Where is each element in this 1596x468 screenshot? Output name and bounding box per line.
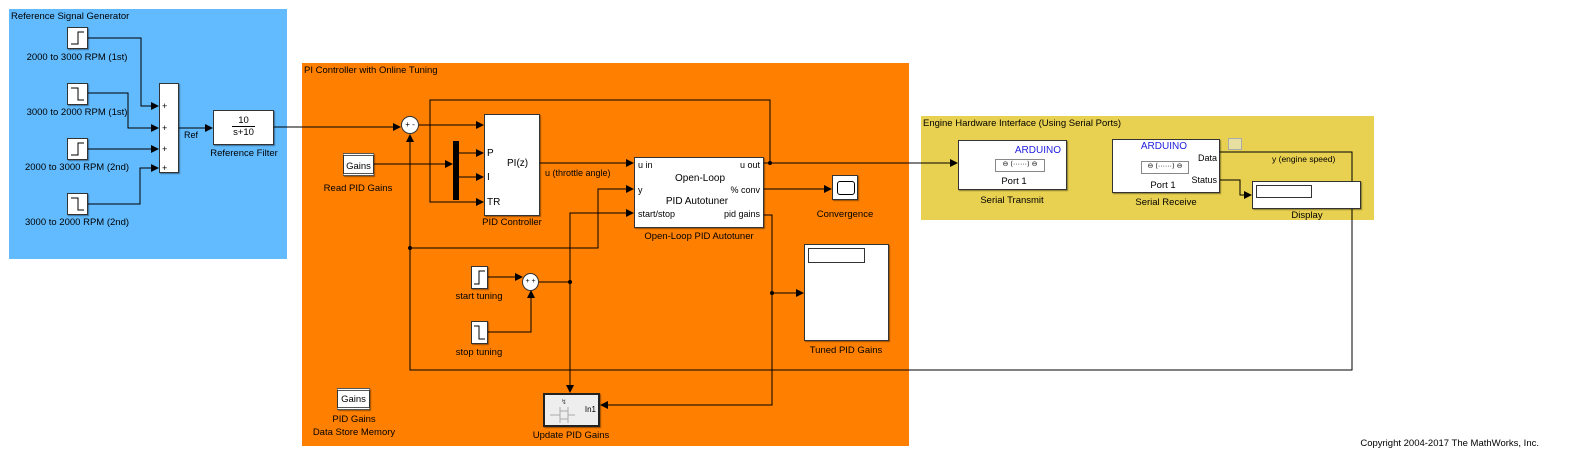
reference-filter-block[interactable]: 10 s+10 bbox=[213, 110, 274, 145]
block-label: Serial Receive bbox=[1135, 197, 1197, 208]
u-signal-label: u (throttle angle) bbox=[545, 168, 611, 178]
step-block-1[interactable] bbox=[67, 27, 88, 49]
ref-signal-label: Ref bbox=[184, 130, 199, 140]
block-label: Reference Filter bbox=[210, 148, 278, 159]
model-info-icon[interactable] bbox=[1228, 138, 1242, 150]
step-label: 3000 to 2000 RPM (2nd) bbox=[24, 217, 130, 228]
step-label: 3000 to 2000 RPM (1st) bbox=[26, 107, 128, 118]
block-label: PID Controller bbox=[482, 217, 542, 228]
y-signal-label: y (engine speed) bbox=[1272, 154, 1336, 164]
port-label: % conv bbox=[730, 185, 760, 195]
wire bbox=[88, 164, 159, 205]
error-sum-block[interactable]: + - bbox=[401, 116, 419, 134]
block-label: PID Gains bbox=[332, 414, 376, 425]
step-label: 2000 to 3000 RPM (1st) bbox=[26, 52, 128, 63]
block-label: Convergence bbox=[816, 209, 874, 220]
serial-transmit-block[interactable]: ARDUINO ⊖ ⟨······⟩ ⊖ Port 1 bbox=[958, 140, 1067, 190]
block-text: PI(z) bbox=[507, 158, 529, 169]
block-label: Data Store Memory bbox=[312, 427, 396, 438]
port-label: y bbox=[638, 185, 643, 195]
data-store-memory-block[interactable]: Gains bbox=[337, 388, 370, 410]
port-label: I bbox=[487, 172, 490, 183]
wire bbox=[600, 214, 773, 409]
read-pid-gains-block[interactable]: Gains bbox=[343, 153, 374, 176]
block-label: start tuning bbox=[455, 291, 503, 302]
step-up-icon bbox=[71, 142, 84, 156]
port-label: P bbox=[487, 148, 494, 159]
sign: + bbox=[162, 123, 168, 133]
scope-icon bbox=[837, 181, 855, 195]
serial-port-icon: ⊖ ⟨······⟩ ⊖ bbox=[995, 159, 1045, 172]
subsystem-icon: ↯ bbox=[550, 398, 575, 423]
step-block-3[interactable] bbox=[67, 138, 88, 160]
svg-text:↯: ↯ bbox=[561, 398, 567, 406]
copyright: Copyright 2004-2017 The MathWorks, Inc. bbox=[1360, 438, 1539, 449]
display-field bbox=[1256, 185, 1312, 198]
wire bbox=[88, 37, 159, 110]
pid-controller-block[interactable]: P I TR PI(z) bbox=[484, 114, 540, 216]
port-label: Port 1 bbox=[1150, 180, 1176, 191]
sign: + bbox=[162, 163, 168, 173]
step-down-icon bbox=[474, 325, 485, 340]
step-up-icon bbox=[71, 31, 84, 45]
port-label: u out bbox=[739, 160, 760, 170]
block-label: Tuned PID Gains bbox=[809, 345, 883, 356]
serial-receive-block[interactable]: ARDUINO Data Status ⊖ ⟨······⟩ ⊖ Port 1 bbox=[1112, 139, 1220, 193]
wire bbox=[539, 209, 634, 283]
wire bbox=[88, 92, 159, 132]
stop-tuning-step[interactable] bbox=[471, 321, 488, 344]
step-block-4[interactable] bbox=[67, 193, 88, 215]
autotuner-block[interactable]: u in y start/stop u out % conv pid gains… bbox=[634, 157, 764, 228]
step-down-icon bbox=[71, 197, 84, 211]
serial-port-icon: ⊖ ⟨······⟩ ⊖ bbox=[1141, 161, 1189, 174]
mux-block[interactable] bbox=[453, 141, 459, 200]
block-label: Open-Loop PID Autotuner bbox=[644, 231, 754, 242]
sum-block[interactable]: + + + + bbox=[159, 83, 179, 173]
arduino-brand: ARDUINO bbox=[1014, 145, 1061, 156]
port-label: Port 1 bbox=[1001, 176, 1027, 187]
tuning-sum-block[interactable]: + + bbox=[522, 273, 539, 291]
block-label: Display bbox=[1291, 210, 1323, 221]
step-label: 2000 to 3000 RPM (2nd) bbox=[24, 162, 130, 173]
wire bbox=[429, 99, 771, 206]
convergence-scope[interactable] bbox=[832, 175, 858, 200]
port-label: Status bbox=[1191, 175, 1217, 185]
display-field bbox=[808, 248, 865, 263]
port-label: start/stop bbox=[638, 209, 676, 219]
area-title: Engine Hardware Interface (Using Serial … bbox=[923, 118, 1122, 129]
denominator: s+10 bbox=[233, 127, 254, 138]
area-title: Reference Signal Generator bbox=[11, 11, 130, 22]
port-label: Data bbox=[1197, 153, 1217, 163]
block-label: Update PID Gains bbox=[532, 430, 610, 441]
port-label: TR bbox=[487, 197, 501, 208]
step-block-2[interactable] bbox=[67, 83, 88, 105]
port-label: In1 bbox=[584, 405, 596, 414]
block-label: Read PID Gains bbox=[323, 183, 393, 194]
wire bbox=[406, 134, 1353, 371]
port-label: u in bbox=[638, 160, 653, 170]
numerator: 10 bbox=[232, 115, 255, 127]
display-block[interactable] bbox=[1252, 181, 1361, 209]
block-label: stop tuning bbox=[455, 347, 503, 358]
arduino-brand: ARDUINO bbox=[1140, 141, 1187, 152]
wire bbox=[410, 185, 634, 249]
area-title: PI Controller with Online Tuning bbox=[304, 65, 438, 76]
step-down-icon bbox=[71, 87, 84, 101]
start-tuning-step[interactable] bbox=[471, 266, 488, 289]
tuned-pid-gains-display[interactable] bbox=[804, 244, 889, 341]
block-label: Serial Transmit bbox=[980, 195, 1044, 206]
step-up-icon bbox=[474, 270, 485, 285]
block-title: PID Autotuner bbox=[665, 196, 729, 207]
sign: + bbox=[162, 144, 168, 154]
wire bbox=[487, 290, 535, 333]
sign: + bbox=[162, 101, 168, 111]
block-title: Open-Loop bbox=[674, 173, 726, 184]
port-label: pid gains bbox=[723, 209, 760, 219]
wire bbox=[1220, 179, 1252, 199]
update-pid-gains-subsystem[interactable]: In1 ↯ bbox=[543, 393, 600, 427]
